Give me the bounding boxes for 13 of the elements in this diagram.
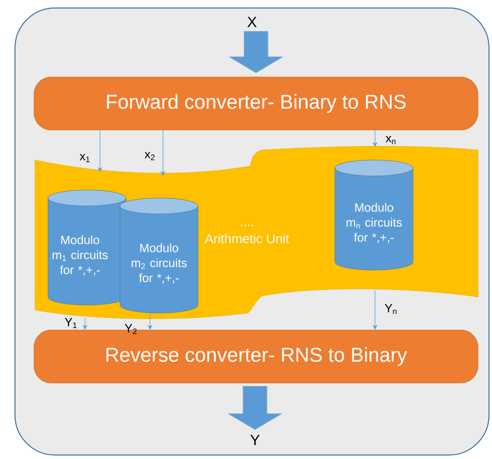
edge-label: Y$_{n}$	[384, 304, 396, 314]
cylinder: Modulo m$_{1}$ circuits for *,+,-	[48, 190, 126, 306]
output-label: Y	[250, 434, 260, 446]
input-label: X	[247, 16, 257, 28]
block-arrow	[228, 31, 284, 73]
block-arrow	[228, 386, 282, 430]
edge-label: Y$_{1}$	[64, 318, 77, 328]
edge-label: x$_{2}$	[144, 152, 155, 160]
cylinder: Modulo m$_{2}$ circuits for *,+,-	[120, 198, 198, 314]
edge-label: x$_{1}$	[80, 154, 90, 162]
converter-box: Forward converter- Binary to RNS	[34, 76, 478, 130]
cylinder: Modulo m$_{n}$ circuits for *,+,-	[334, 160, 414, 270]
edge-label: x$_{n}$	[386, 136, 396, 144]
